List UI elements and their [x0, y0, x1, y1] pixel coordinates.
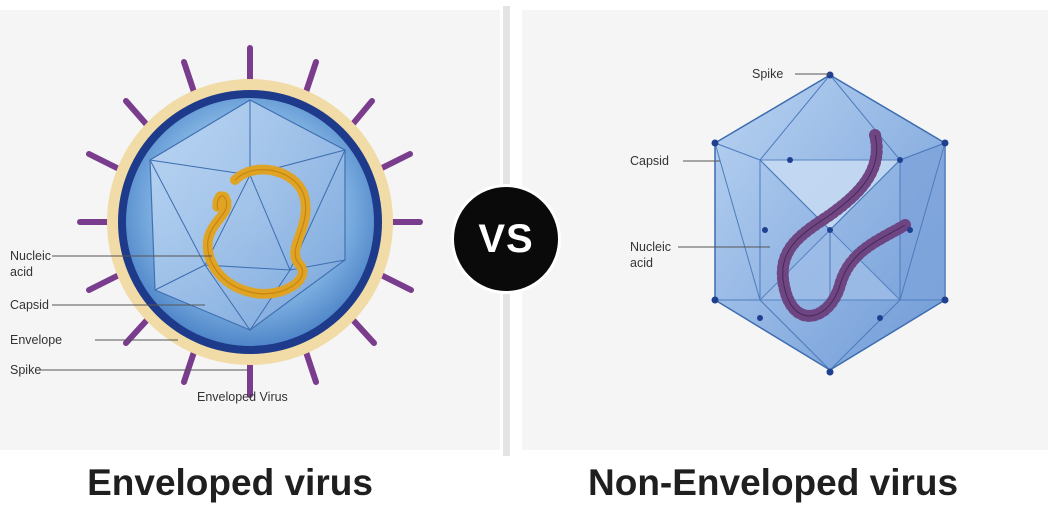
label-nucleic-acid-line1: Nucleic — [10, 249, 51, 263]
title-non-enveloped-virus: Non-Enveloped virus — [588, 462, 959, 503]
non-enveloped-virus-diagram: Spike Capsid Nucleic acid — [630, 67, 949, 376]
diagram-caption-enveloped: Enveloped Virus — [197, 390, 288, 404]
vs-text: VS — [478, 216, 534, 261]
enveloped-virus-diagram: Nucleic acid Capsid Envelope Spike Envel… — [10, 45, 423, 404]
icosahedral-capsid-hex — [714, 74, 946, 371]
leader-lines-left — [40, 255, 248, 371]
spikes — [77, 45, 423, 398]
label-capsid-right: Capsid — [630, 154, 669, 168]
label-spike: Spike — [10, 363, 41, 377]
nucleic-acid-purple — [776, 129, 911, 322]
label-nucleic-acid-right-line2: acid — [630, 256, 653, 270]
label-nucleic-acid-right-line1: Nucleic — [630, 240, 671, 254]
label-spike-right: Spike — [752, 67, 783, 81]
vs-badge: VS — [451, 184, 561, 294]
vertex-dots — [711, 71, 949, 376]
label-envelope: Envelope — [10, 333, 62, 347]
leader-lines-right — [678, 73, 830, 248]
label-capsid: Capsid — [10, 298, 49, 312]
label-nucleic-acid-line2: acid — [10, 265, 33, 279]
title-enveloped-virus: Enveloped virus — [87, 462, 373, 503]
nucleic-acid-orange — [202, 164, 311, 299]
